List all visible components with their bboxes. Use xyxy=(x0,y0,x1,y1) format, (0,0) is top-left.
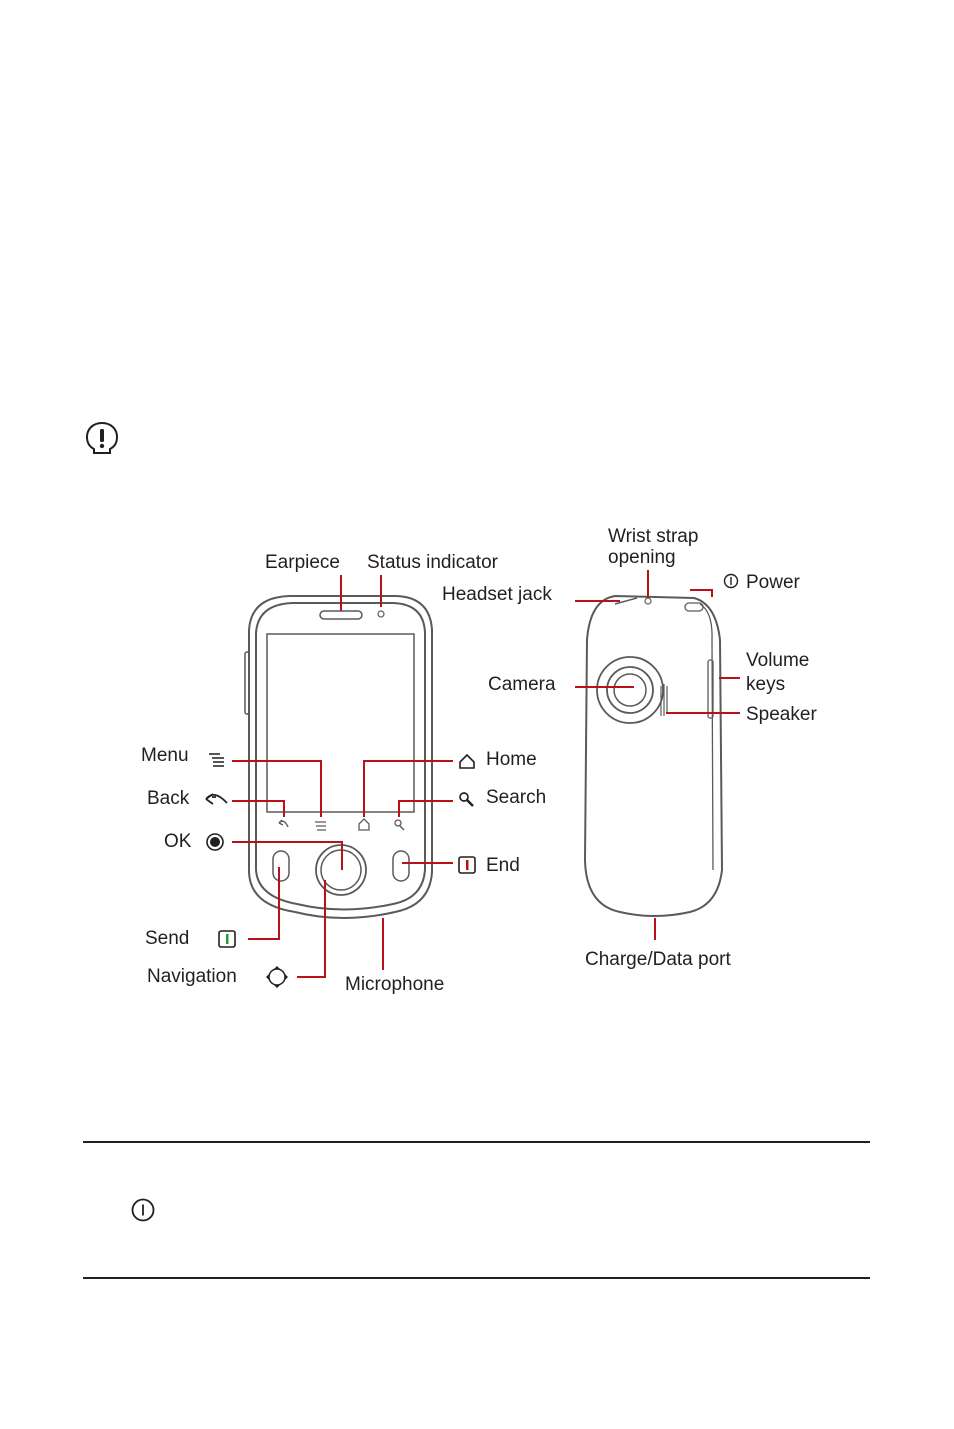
back-view xyxy=(583,594,724,917)
menu-label: Menu xyxy=(141,745,189,766)
status-indicator-label: Status indicator xyxy=(367,552,498,573)
volume-label-line2: keys xyxy=(746,674,786,695)
menu-icon xyxy=(209,753,224,767)
power-icon xyxy=(131,1198,155,1222)
camera-label: Camera xyxy=(488,674,556,695)
navigation-icon xyxy=(266,966,288,988)
home-icon xyxy=(459,753,475,769)
table-bottom-rule xyxy=(83,1277,870,1279)
speaker-label: Speaker xyxy=(746,704,817,725)
volume-label: Volume xyxy=(746,650,810,671)
back-label: Back xyxy=(147,788,190,809)
end-label: End xyxy=(486,855,520,876)
table-top-rule xyxy=(83,1141,870,1143)
ok-label: OK xyxy=(164,831,192,852)
search-icon xyxy=(459,792,474,807)
send-icon xyxy=(218,930,236,948)
headset-jack-label: Headset jack xyxy=(442,584,552,605)
send-label: Send xyxy=(145,928,190,949)
navigation-label: Navigation xyxy=(147,966,237,987)
power-icon xyxy=(723,573,739,589)
note-icon xyxy=(85,421,119,454)
back-icon xyxy=(205,793,228,805)
search-label: Search xyxy=(486,787,547,808)
power-label: Power xyxy=(746,572,800,593)
wrist-strap-label-line2: opening xyxy=(608,547,676,568)
home-label: Home xyxy=(486,749,537,770)
end-icon xyxy=(458,856,476,874)
ok-icon xyxy=(206,833,224,851)
front-view xyxy=(244,595,433,919)
wrist-strap-label: Wrist strap xyxy=(608,526,699,547)
callout-lines xyxy=(232,570,740,978)
earpiece-label: Earpiece xyxy=(265,552,340,573)
microphone-label: Microphone xyxy=(345,974,445,995)
charge-data-port-label: Charge/Data port xyxy=(585,949,731,970)
